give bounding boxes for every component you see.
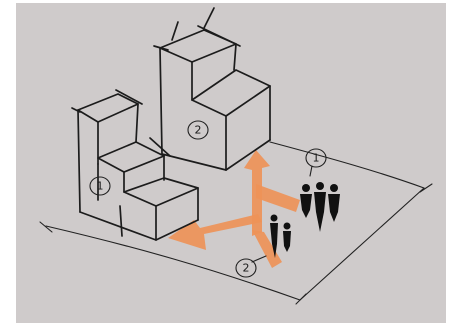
building-label-1-text: 1 <box>97 180 104 193</box>
building-label-2-text: 2 <box>195 124 202 137</box>
callout-upper-text: 1 <box>313 152 320 165</box>
callout-lower-text: 2 <box>243 262 250 275</box>
paper-background <box>16 3 446 323</box>
